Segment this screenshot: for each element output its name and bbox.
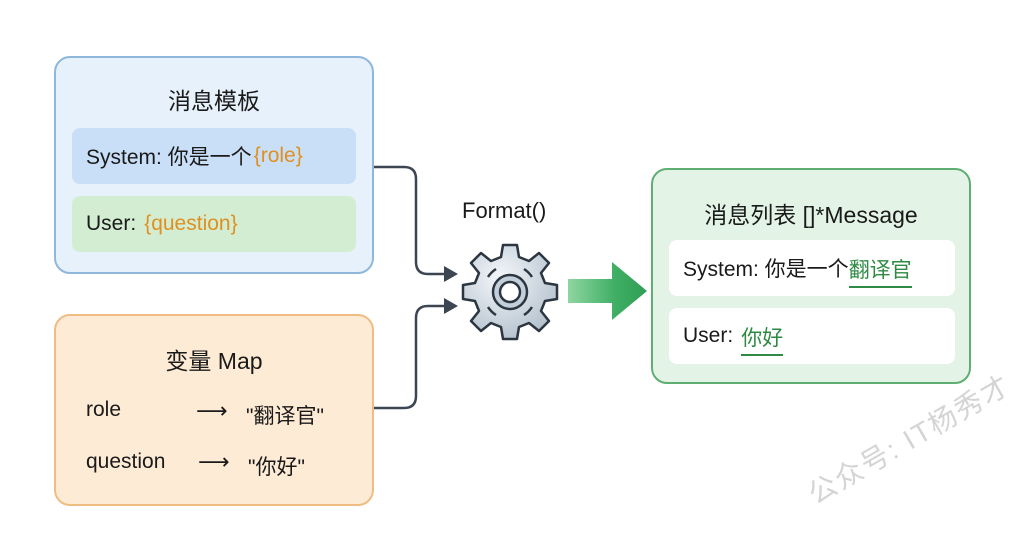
mapping-arrow-icon: ⟶ [196, 398, 228, 423]
question-value: 你好 [741, 322, 784, 356]
template-system-row: System: 你是一个{role} [72, 128, 356, 184]
system-prefix: System: 你是一个 [683, 258, 849, 281]
connector-template-to-format [374, 165, 450, 276]
arrowhead-vars [444, 298, 458, 314]
gear-icon [461, 243, 559, 341]
variables-title: 变量 Map [165, 348, 263, 374]
output-system-row: System: 你是一个翻译官 [669, 240, 955, 296]
variable-key: role [86, 398, 122, 421]
user-prefix: User: [86, 212, 137, 235]
variable-key: question [86, 450, 166, 473]
user-prefix: User: [683, 324, 734, 347]
mapping-arrow-icon: ⟶ [198, 449, 230, 474]
variable-entry-role: role [86, 398, 121, 422]
format-label: Format() [462, 198, 547, 223]
message-list-box: 消息列表 []*Message System: 你是一个翻译官 User: 你好 [651, 168, 971, 384]
role-value: 翻译官 [848, 254, 912, 288]
variable-value: "你好" [248, 456, 305, 479]
output-title: 消息列表 []*Message [704, 202, 918, 228]
role-placeholder: {role} [253, 144, 303, 167]
template-title: 消息模板 [168, 88, 260, 114]
variable-entry-question: question [86, 450, 165, 474]
system-prefix: System: 你是一个 [86, 146, 252, 169]
connector-vars-to-format [374, 304, 450, 410]
question-placeholder: {question} [144, 212, 238, 235]
variable-map-box: 变量 Map role ⟶ "翻译官" question ⟶ "你好" [54, 314, 374, 506]
message-template-box: 消息模板 System: 你是一个{role} User: {question} [54, 56, 374, 274]
variable-value: "翻译官" [246, 405, 324, 428]
output-arrow-icon [568, 262, 647, 320]
output-user-row: User: 你好 [669, 308, 955, 364]
template-user-row: User: {question} [72, 196, 356, 252]
arrowhead-template [444, 266, 458, 282]
